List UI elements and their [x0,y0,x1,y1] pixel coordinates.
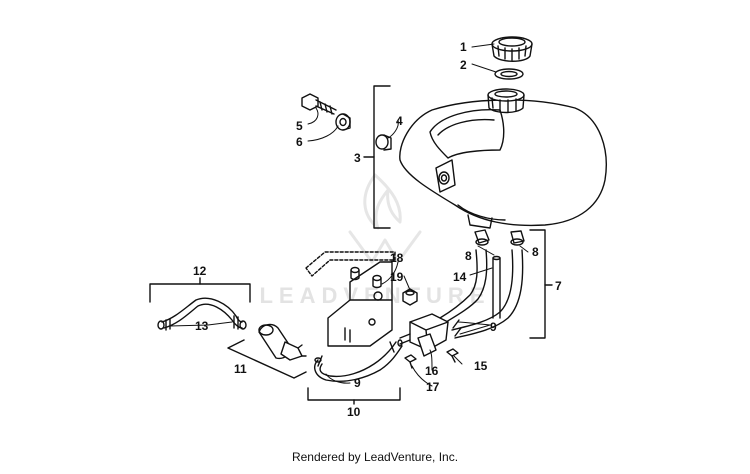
gas-cap [491,36,533,62]
callout-5: 5 [296,119,303,133]
fuel-hose-left [439,249,488,323]
callout-9-lower: 9 [354,376,361,390]
fuel-tank [399,88,607,229]
callout-12: 12 [193,264,207,278]
valve-screw-lower [404,354,417,369]
callout-10: 10 [347,405,361,419]
callout-16: 16 [425,364,439,378]
vent-tube [492,255,501,319]
callout-4: 4 [396,114,403,128]
fuel-line-lower [314,339,403,382]
bolt [301,93,337,115]
callout-8-right: 8 [532,245,539,259]
callout-17: 17 [426,380,440,394]
footer-credit: Rendered by LeadVenture, Inc. [291,450,459,464]
bushing [402,288,418,306]
valve-hose-clamps [452,319,462,337]
valve-screw [446,348,459,363]
callout-2: 2 [460,58,467,72]
callout-14: 14 [453,270,467,284]
watermark-logo [348,173,422,264]
spacer [335,113,351,131]
callout-9-valve: 9 [490,320,497,334]
fuel-shutoff-valve [399,313,449,357]
fuel-filter [258,323,307,361]
callout-8-left: 8 [465,249,472,263]
bracket-screws [350,266,382,289]
mounting-bracket [305,251,396,347]
lower-hose-clamps [317,341,395,367]
bracket-7 [529,229,546,339]
hose-clamp-left [165,318,171,331]
callout-18: 18 [390,251,404,265]
callout-7: 7 [555,279,562,293]
callout-13: 13 [195,319,209,333]
tank-fitting-right [510,230,525,246]
hose-clamp-right [233,315,239,330]
callout-15: 15 [474,359,488,373]
callout-3: 3 [354,151,361,165]
leader-lines [169,43,529,387]
tank-fitting-left [474,229,490,246]
bracket-11 [227,339,307,379]
gas-cap-gasket [494,68,524,80]
callout-6: 6 [296,135,303,149]
grommet [375,134,392,151]
callout-11: 11 [234,362,247,376]
callout-19: 19 [390,270,404,284]
callout-1: 1 [460,40,467,54]
